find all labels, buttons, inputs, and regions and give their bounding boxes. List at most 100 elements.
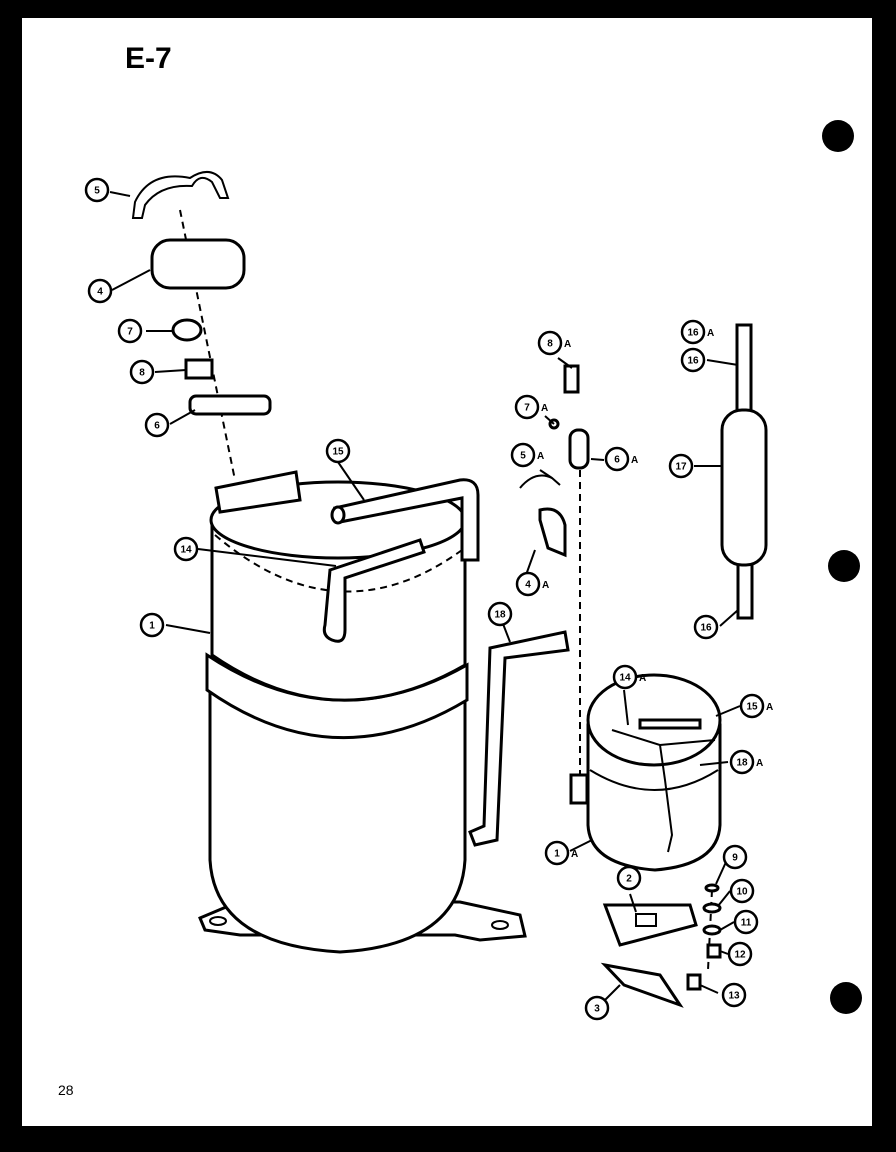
callout-1-7: 1 <box>139 612 165 638</box>
callout-circle <box>680 347 706 373</box>
callout-suffix: A <box>756 758 763 769</box>
callout-number: 5 <box>520 451 526 462</box>
accumulator-part <box>720 323 768 620</box>
page-title: E-7 <box>125 42 172 75</box>
callout-number: 4 <box>97 287 103 298</box>
small-compressor-exploded-parts <box>519 364 722 1008</box>
callout-suffix: A <box>542 580 549 591</box>
callout-number: 2 <box>626 874 632 885</box>
callout-12-26: 12 <box>727 941 753 967</box>
page-number: 28 <box>58 1082 74 1098</box>
callout-number: 12 <box>734 950 746 961</box>
callout-circle <box>616 865 642 891</box>
callout-circle <box>693 614 719 640</box>
callout-circle <box>514 394 540 420</box>
callout-15-5: 15 <box>325 438 351 464</box>
callout-circle <box>487 601 513 627</box>
callout-number: 6 <box>614 455 620 466</box>
callout-circle <box>584 995 610 1021</box>
callout-18-8: 18 <box>487 601 513 627</box>
callout-suffix: A <box>541 403 548 414</box>
callout-number: 4 <box>525 580 531 591</box>
callout-circle <box>668 453 694 479</box>
callout-number: 15 <box>746 702 758 713</box>
callout-leaders <box>109 191 741 1001</box>
callout-3-27: 3 <box>584 995 610 1021</box>
callout-circle <box>729 878 755 904</box>
callout-number: 8 <box>547 339 553 350</box>
callout-circle <box>515 571 541 597</box>
callout-14a-18: 14 A <box>612 664 646 690</box>
callout-circle <box>544 840 570 866</box>
callout-17-16: 17 <box>668 453 694 479</box>
callout-circle <box>729 749 755 775</box>
callout-11-25: 11 <box>733 909 759 935</box>
callout-2-23: 2 <box>616 865 642 891</box>
callout-16-15: 16 <box>680 347 706 373</box>
callout-number: 10 <box>736 887 748 898</box>
callout-suffix: A <box>766 702 773 713</box>
callout-number: 16 <box>687 328 699 339</box>
callout-number: 6 <box>154 421 160 432</box>
callout-4-1: 4 <box>87 278 113 304</box>
callout-number: 9 <box>732 853 738 864</box>
callout-number: 18 <box>736 758 748 769</box>
callout-8-3: 8 <box>129 359 155 385</box>
callout-number: 1 <box>149 621 155 632</box>
callout-18a-20: 18 A <box>729 749 763 775</box>
callout-suffix: A <box>564 339 571 350</box>
callout-13-28: 13 <box>721 982 747 1008</box>
large-compressor-shell <box>198 470 570 954</box>
callout-number: 3 <box>594 1004 600 1015</box>
callout-circle <box>722 844 748 870</box>
callout-7-2: 7 <box>117 318 143 344</box>
callout-suffix: A <box>571 849 578 860</box>
small-compressor-shell <box>569 470 722 872</box>
callout-suffix: A <box>537 451 544 462</box>
callout-number: 8 <box>139 368 145 379</box>
callout-circle <box>84 177 110 203</box>
callout-number: 7 <box>127 327 133 338</box>
punch-hole-top <box>822 120 854 152</box>
callout-circle <box>117 318 143 344</box>
callout-number: 11 <box>741 918 752 929</box>
callout-circle <box>604 446 630 472</box>
callout-circle <box>87 278 113 304</box>
callout-circle <box>139 612 165 638</box>
terminal-cover-parts <box>131 171 272 481</box>
callout-circle <box>612 664 638 690</box>
callout-circle <box>144 412 170 438</box>
callout-circle <box>173 536 199 562</box>
callout-number: 7 <box>524 403 530 414</box>
callout-circle <box>733 909 759 935</box>
callout-10-24: 10 <box>729 878 755 904</box>
callout-number: 13 <box>728 991 740 1002</box>
callout-number: 1 <box>554 849 560 860</box>
callout-suffix: A <box>631 455 638 466</box>
callout-suffix: A <box>639 673 646 684</box>
callout-number: 17 <box>675 462 687 473</box>
callout-15a-19: 15 A <box>739 693 773 719</box>
callout-circle <box>727 941 753 967</box>
callout-number: 16 <box>687 356 699 367</box>
callout-number: 15 <box>332 447 344 458</box>
callout-circle <box>510 442 536 468</box>
callout-6-4: 6 <box>144 412 170 438</box>
callout-circle <box>721 982 747 1008</box>
callout-16a-14: 16 A <box>680 319 714 345</box>
punch-hole-middle <box>828 550 860 582</box>
callout-circle <box>739 693 765 719</box>
callout-number: 14 <box>619 673 631 684</box>
callout-suffix: A <box>707 328 714 339</box>
punch-hole-bottom <box>830 982 862 1014</box>
callout-5-0: 5 <box>84 177 110 203</box>
callout-circle <box>129 359 155 385</box>
callout-number: 18 <box>494 610 506 621</box>
